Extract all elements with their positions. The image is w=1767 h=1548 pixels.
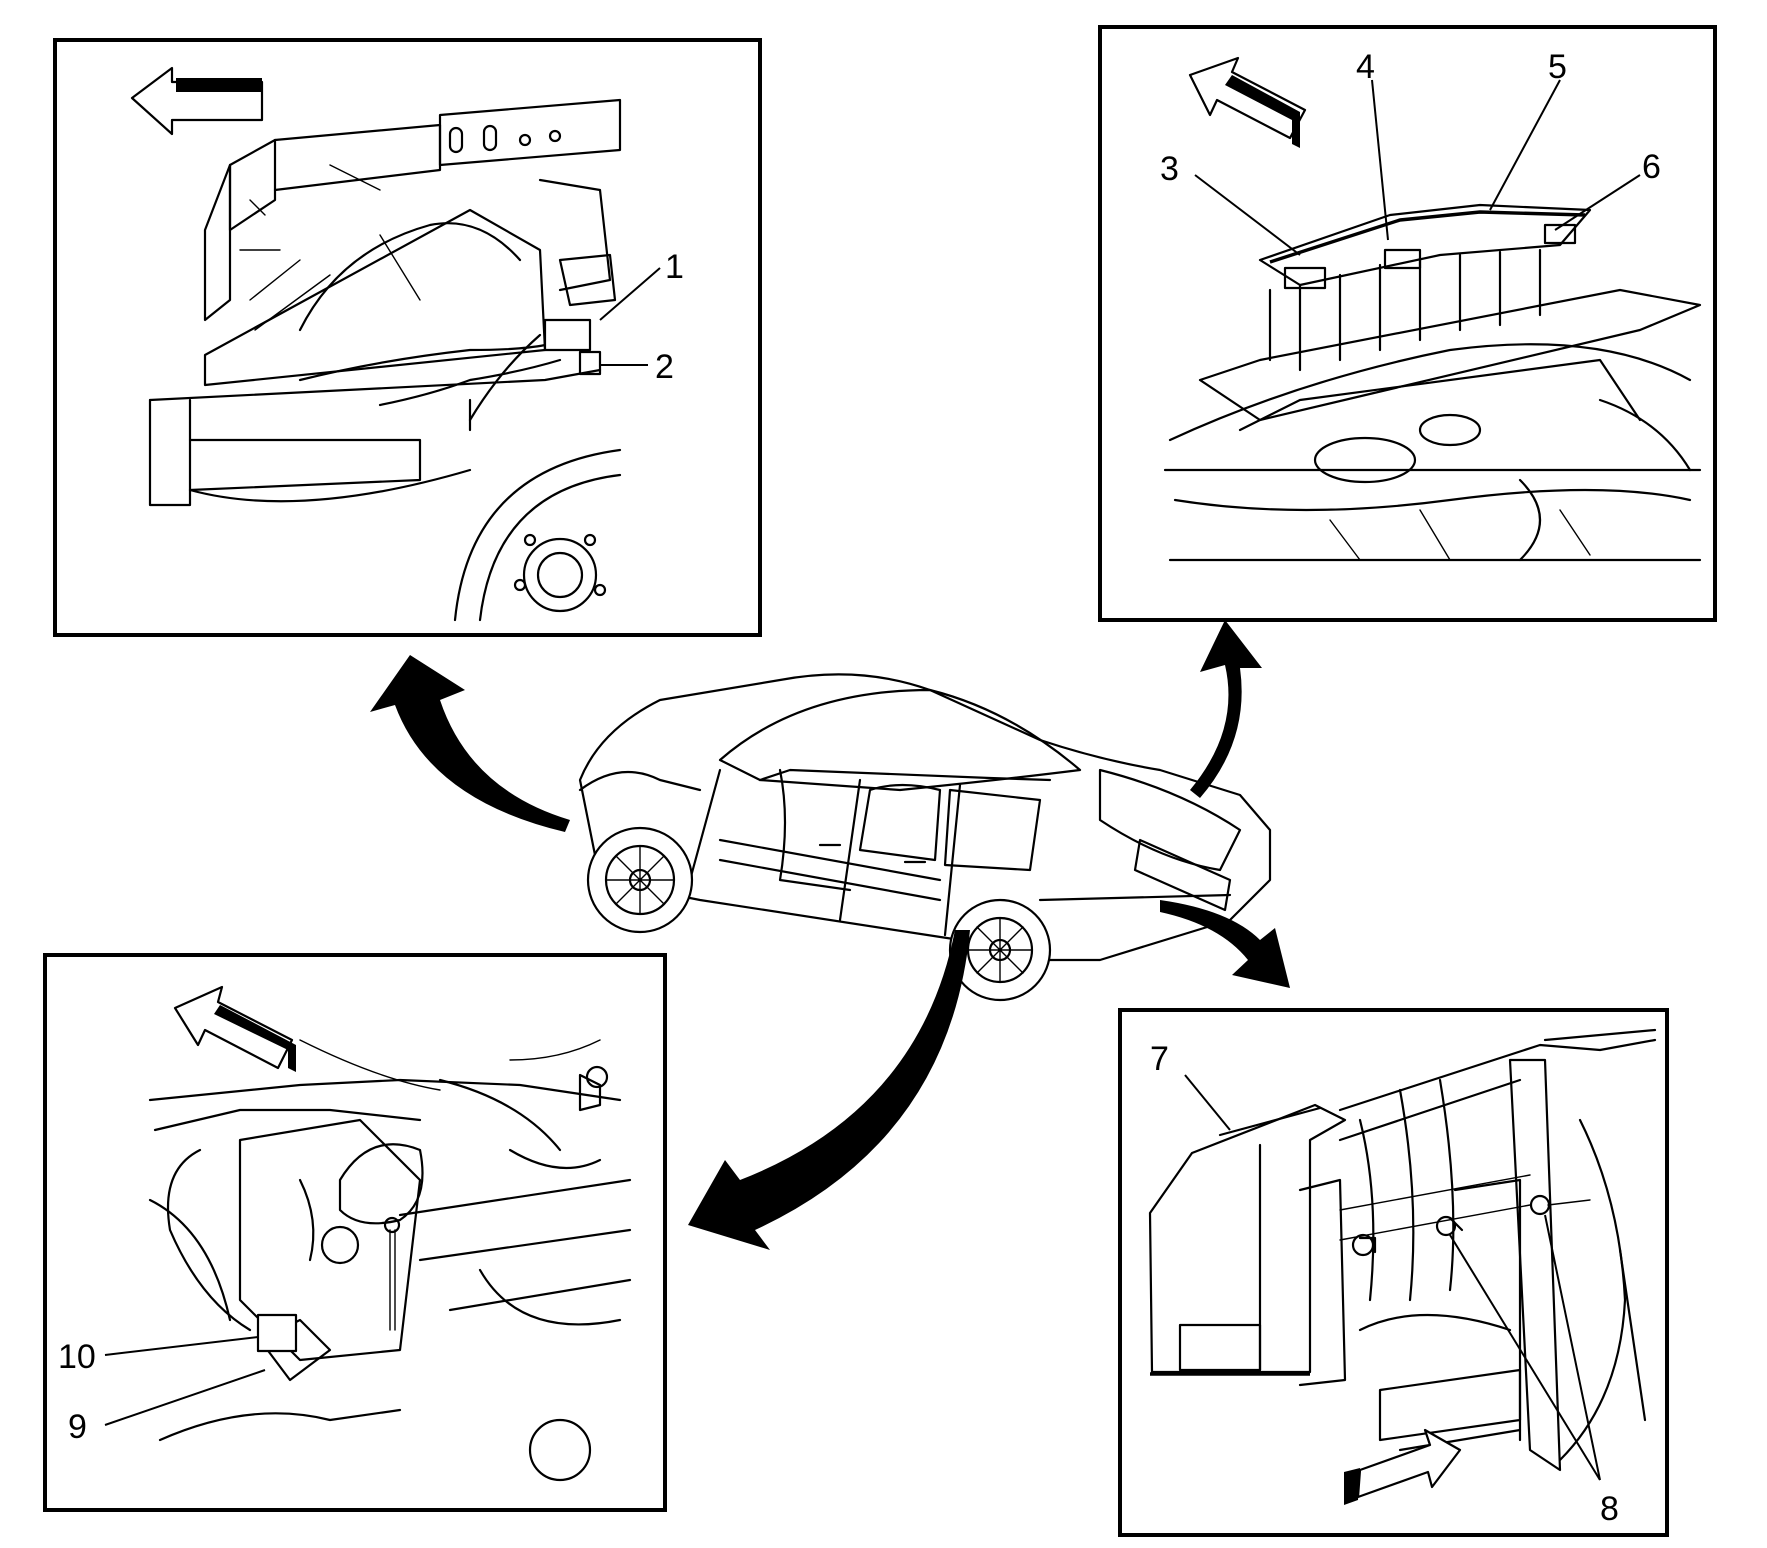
vehicle-illustration bbox=[578, 673, 1272, 1002]
curved-pointer-arrow-icon bbox=[688, 930, 970, 1250]
panel-front-underbody: 10 9 bbox=[43, 953, 667, 1512]
front-wheel bbox=[586, 826, 694, 934]
underbody-structure-drawing bbox=[148, 1039, 632, 1482]
direction-arrow-icon bbox=[1188, 56, 1307, 148]
callout-1: 1 bbox=[665, 248, 684, 286]
callout-2: 2 bbox=[655, 348, 674, 386]
direction-arrow-icon bbox=[1344, 1428, 1462, 1505]
body-panel-drawing bbox=[1338, 1028, 1657, 1472]
curved-pointer-arrow-icon bbox=[370, 655, 570, 832]
tail-lamp-drawing bbox=[1148, 1103, 1347, 1387]
callout-3: 3 bbox=[1160, 150, 1179, 188]
panel-front-left-wheelhouse: 1 2 bbox=[53, 38, 762, 637]
rear-deck-structure-drawing bbox=[1163, 203, 1702, 562]
panel-rear-deck: 3 4 5 6 bbox=[1098, 25, 1717, 622]
callout-9: 9 bbox=[68, 1408, 87, 1446]
curved-pointer-arrow-icon bbox=[1190, 620, 1262, 798]
callout-6: 6 bbox=[1642, 148, 1661, 186]
curved-pointer-arrow-icon bbox=[1160, 900, 1290, 988]
rear-wheel bbox=[948, 898, 1052, 1002]
wheelhouse-structure-drawing bbox=[148, 98, 622, 622]
callout-4: 4 bbox=[1356, 48, 1375, 86]
callout-7: 7 bbox=[1150, 1040, 1169, 1078]
panel-tail-lamp: 7 8 bbox=[1118, 1008, 1669, 1537]
callout-8: 8 bbox=[1600, 1490, 1619, 1528]
callout-5: 5 bbox=[1548, 48, 1567, 86]
direction-arrow-icon bbox=[130, 66, 264, 136]
direction-arrow-icon bbox=[173, 985, 296, 1072]
callout-10: 10 bbox=[58, 1338, 96, 1376]
